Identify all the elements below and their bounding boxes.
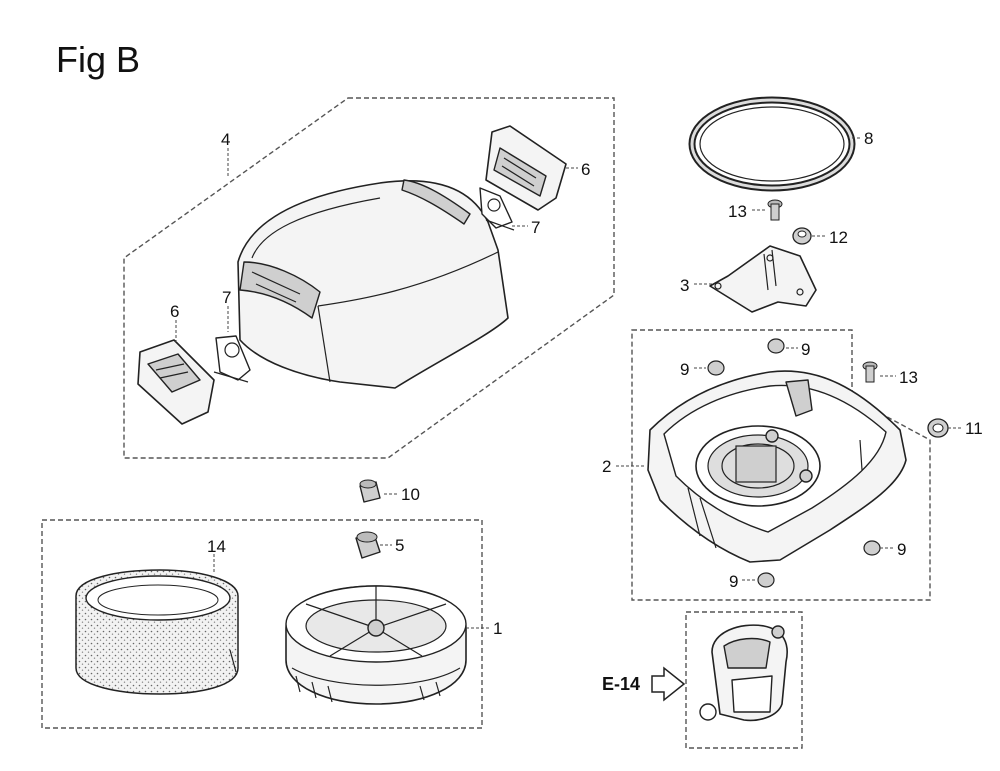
grommet-9-bottom bbox=[757, 572, 775, 588]
callout-9-top: 9 bbox=[801, 340, 810, 359]
latch-cover-lower bbox=[137, 339, 215, 425]
callout-1: 1 bbox=[493, 619, 502, 638]
reference-label-e14: E-14 bbox=[602, 674, 640, 694]
case-group-outline bbox=[631, 329, 931, 601]
cover-group-outline bbox=[123, 97, 615, 459]
callout-11: 11 bbox=[965, 419, 983, 438]
cover-assembly-group bbox=[123, 97, 615, 459]
air-cleaner-cover bbox=[237, 179, 509, 389]
callout-5: 5 bbox=[395, 536, 404, 555]
callout-6-upper: 6 bbox=[581, 160, 590, 179]
callout-8: 8 bbox=[864, 129, 873, 148]
breather-housing bbox=[699, 624, 788, 722]
callout-7-lower: 7 bbox=[222, 288, 231, 307]
filter-group-outline bbox=[41, 519, 483, 729]
callout-4: 4 bbox=[221, 130, 230, 149]
reference-arrow bbox=[651, 666, 686, 702]
callout-9-bottom: 9 bbox=[729, 572, 738, 591]
air-filter-group bbox=[41, 479, 490, 729]
grommet-9-right bbox=[863, 540, 881, 556]
small-nut-10 bbox=[359, 479, 381, 503]
callout-7-upper: 7 bbox=[531, 218, 540, 237]
case-assembly-group bbox=[616, 329, 962, 601]
callout-12: 12 bbox=[829, 228, 848, 247]
seal-11 bbox=[927, 418, 949, 438]
reference-box-e14 bbox=[651, 611, 803, 749]
air-cleaner-case bbox=[647, 370, 907, 563]
bolt-13-upper bbox=[767, 199, 783, 221]
clip-upper bbox=[479, 187, 515, 231]
callout-2: 2 bbox=[602, 457, 611, 476]
callout-13-upper: 13 bbox=[728, 202, 747, 221]
clip-lower bbox=[213, 335, 251, 383]
nut-12 bbox=[792, 227, 812, 245]
gasket-ring bbox=[688, 96, 856, 192]
grommet-9-top bbox=[767, 338, 785, 354]
figure-title: Fig B bbox=[56, 39, 140, 80]
callout-6-lower: 6 bbox=[170, 302, 179, 321]
callout-14: 14 bbox=[207, 537, 226, 556]
grommet-9-left bbox=[707, 360, 725, 376]
bolt-13-lower bbox=[862, 361, 878, 383]
callout-3: 3 bbox=[680, 276, 689, 295]
paper-element bbox=[285, 585, 467, 705]
callout-9-right: 9 bbox=[897, 540, 906, 559]
callout-9-left: 9 bbox=[680, 360, 689, 379]
latch-cover-upper bbox=[485, 125, 567, 211]
callout-13-lower: 13 bbox=[899, 368, 918, 387]
callout-10: 10 bbox=[401, 485, 420, 504]
foam-sleeve bbox=[75, 569, 239, 695]
bracket-3 bbox=[709, 245, 817, 313]
reference-box-outline bbox=[685, 611, 803, 749]
wing-nut bbox=[355, 531, 381, 559]
gasket-and-bracket bbox=[688, 96, 862, 313]
